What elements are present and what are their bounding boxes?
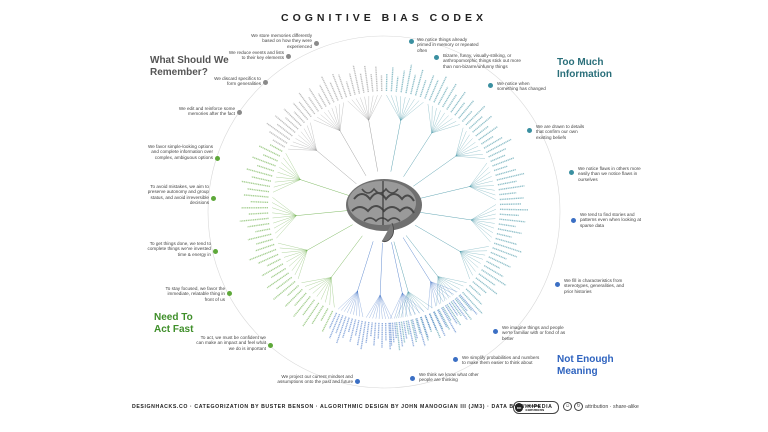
- note-avoid-mistakes: To avoid mistakes, we aim to preserve au…: [147, 184, 209, 206]
- note-dot: [237, 110, 242, 115]
- attribution-icon: ☺: [563, 402, 572, 411]
- note-dot: [493, 329, 498, 334]
- note-dot: [453, 357, 458, 362]
- group-label-need-to-act-fast: Need To Act Fast: [154, 312, 194, 335]
- note-dot: [410, 376, 415, 381]
- note-dot: [215, 156, 220, 161]
- footer-credits: DESIGNHACKS.CO · CATEGORIZATION BY BUSTE…: [132, 404, 553, 410]
- note-dot: [314, 41, 319, 46]
- note-confirm-beliefs: We are drawn to details that confirm our…: [536, 124, 585, 140]
- note-reduce-events: We reduce events and lists to their key …: [228, 50, 284, 61]
- note-stay-focused: To stay focused, we favor the immediate,…: [165, 286, 226, 302]
- cc-icon: cc: [515, 403, 524, 412]
- bias-tree: [239, 64, 528, 351]
- note-notice-change: We notice when something has changed: [497, 81, 546, 92]
- share-alike-icon: ↻: [574, 402, 583, 411]
- note-dot: [569, 170, 574, 175]
- page-title: COGNITIVE BIAS CODEX: [280, 12, 487, 24]
- note-dot: [355, 379, 360, 384]
- group-label-remember: What Should We Remember?: [150, 55, 229, 78]
- brain-image: [346, 179, 422, 243]
- note-primed-memory: We notice things already primed in memor…: [417, 37, 479, 53]
- note-get-things-done: To get things done, we tend to complete …: [147, 241, 211, 257]
- note-memory-experience: We store memories differently based on h…: [251, 33, 312, 49]
- note-dot: [527, 128, 532, 133]
- note-stories-patterns: We tend to find stories and patterns eve…: [580, 212, 642, 228]
- note-dot: [488, 83, 493, 88]
- note-edit-memories: We edit and reinforce some memories afte…: [178, 106, 235, 117]
- creative-commons-logo: cc creative commons: [513, 401, 559, 414]
- note-others-thinking: We think we know what other people are t…: [419, 372, 479, 383]
- note-simplify-probabilities: We simplify probabilities and numbers to…: [462, 355, 540, 366]
- note-dot: [555, 282, 560, 287]
- note-dot: [227, 291, 232, 296]
- group-label-too-much-information: Too Much Information: [557, 57, 612, 80]
- note-act-confident: To act, we must be confident we can make…: [196, 335, 266, 351]
- note-dot: [409, 39, 414, 44]
- outer-ring: [207, 35, 561, 389]
- note-discard-specifics: We discard specifics to form generalitie…: [214, 76, 261, 87]
- note-dot: [434, 55, 439, 60]
- note-dot: [571, 218, 576, 223]
- note-dot: [268, 343, 273, 348]
- note-dot: [286, 54, 291, 59]
- cc-logo-text: creative commons: [525, 402, 545, 412]
- license-text: attribution · share-alike: [585, 403, 639, 410]
- note-dot: [213, 249, 218, 254]
- note-bizarre-things: Bizarre, funny, visually-striking, or an…: [443, 53, 521, 69]
- note-familiar-better: We imagine things and people we're famil…: [502, 325, 566, 341]
- note-simple-options: We favor simple-looking options and comp…: [147, 144, 213, 160]
- note-stereotypes: We fill in characteristics from stereoty…: [564, 278, 625, 294]
- note-project-mindset: We project our current mindset and assum…: [277, 374, 353, 385]
- note-flaws-in-others: We notice flaws in others more easily th…: [578, 166, 641, 182]
- group-label-not-enough-meaning: Not Enough Meaning: [557, 354, 614, 377]
- license-attribution: ☺ ↻ attribution · share-alike: [563, 402, 639, 411]
- note-dot: [263, 80, 268, 85]
- note-dot: [211, 196, 216, 201]
